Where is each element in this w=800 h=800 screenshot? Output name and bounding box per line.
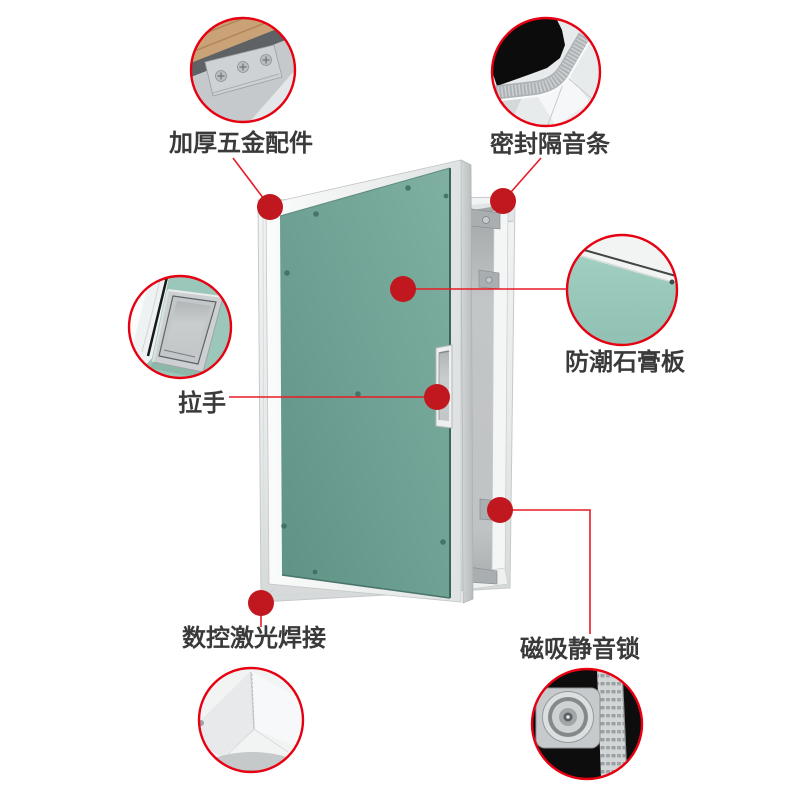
frame-inner-lip: [491, 206, 509, 582]
callout-photo-seal: [492, 18, 600, 126]
marker-dot-lock: [487, 497, 513, 523]
marker-dot-welding: [248, 590, 274, 616]
panel-gap-line: [146, 276, 169, 357]
callout-photo-gypsum: [567, 235, 677, 345]
callout-label-lock: 磁吸静音锁: [520, 635, 640, 663]
callout-label-welding: 数控激光焊接: [182, 624, 326, 652]
callout-ring-handle: [127, 274, 233, 380]
callout-ring-lock: [530, 667, 644, 781]
callout-ring-welding: [197, 666, 305, 774]
flush-handle-plate: [152, 289, 224, 373]
callout-label-seal: 密封隔音条: [490, 130, 610, 158]
bracket-screws: [215, 54, 272, 82]
callout-label-handle: 拉手: [178, 389, 226, 417]
door-panel: [265, 159, 474, 604]
magnet-disc: [542, 691, 594, 743]
marker-dot-handle: [424, 384, 450, 410]
callout-photo-handle: [129, 276, 231, 378]
callout-label-hardware: 加厚五金配件: [169, 129, 313, 157]
callout-label-gypsum: 防潮石膏板: [565, 348, 685, 376]
callout-ring-hardware: [189, 16, 297, 124]
leader-line-lock: [500, 509, 591, 634]
marker-dot-gypsum: [390, 276, 416, 302]
marker-dot-hardware: [257, 194, 283, 220]
callout-photo-hardware: [191, 18, 295, 122]
callout-photo-lock: [532, 669, 642, 779]
gypsum-board: [280, 168, 450, 598]
callout-ring-seal: [490, 16, 602, 128]
door-side-face: [460, 159, 474, 604]
callout-ring-gypsum: [565, 233, 679, 347]
board-screws: [281, 185, 449, 575]
marker-dot-seal: [490, 188, 516, 214]
